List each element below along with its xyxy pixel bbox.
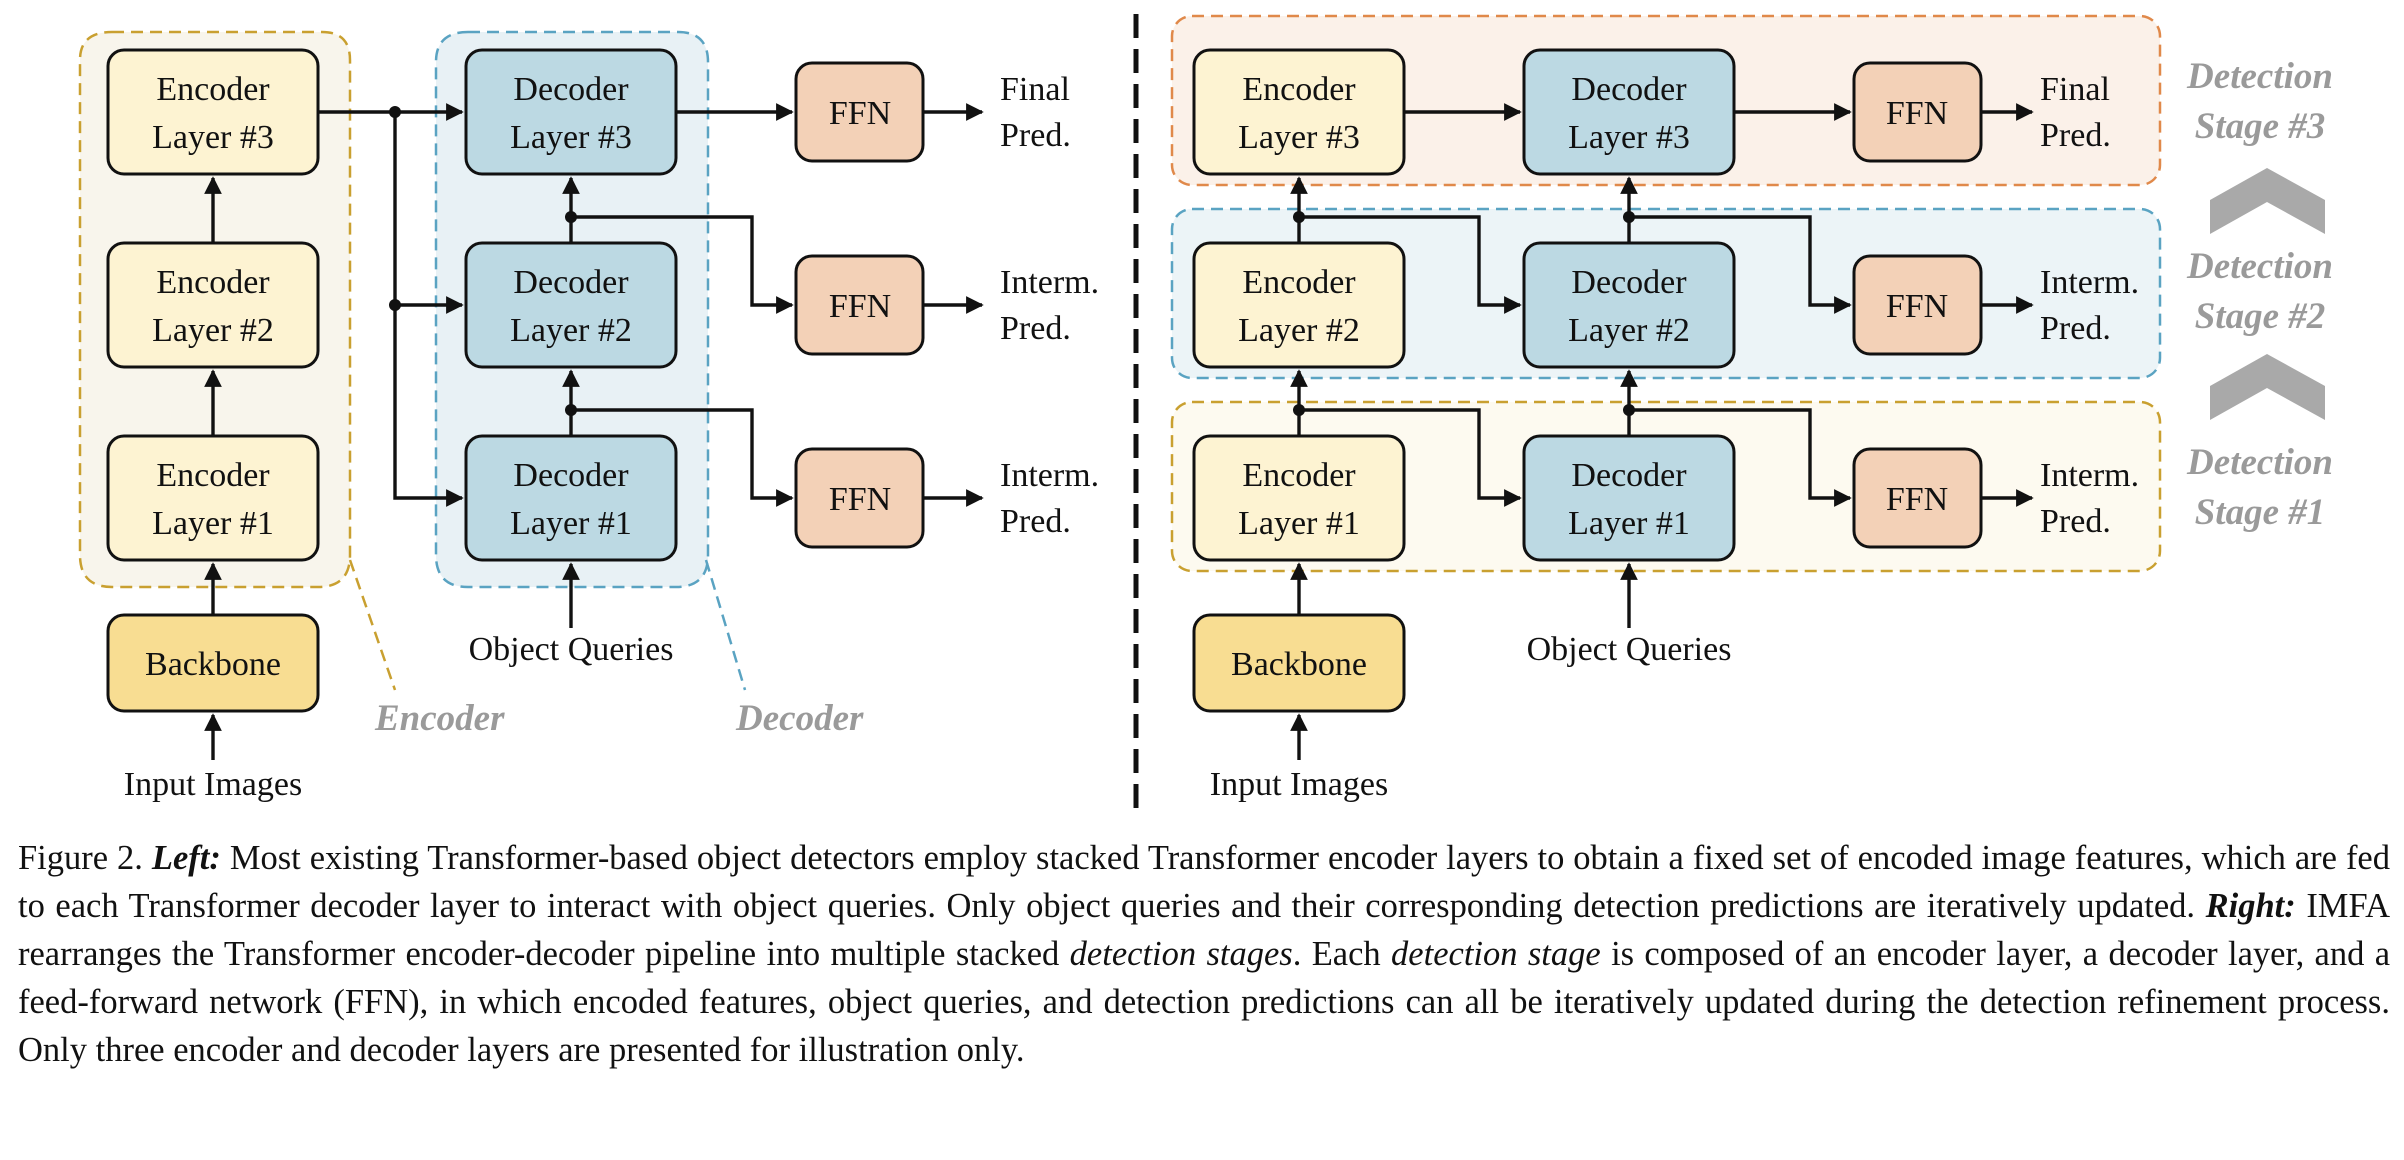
right-decoder-layer-2: Decoder Layer #2 [1522,241,1736,369]
stage-2-label-line1: Detection [2186,246,2333,287]
left-ffn-1-label: FFN [829,481,891,518]
left-pred-1-line2: Pred. [1000,503,1071,540]
decoder-group-leader [704,559,747,691]
stage-1-label-line1: Detection [2186,442,2333,483]
caption-right-text-1: IMFA rearranges the Transformer encoder-… [18,887,2391,973]
left-ffn-2-label: FFN [829,288,891,325]
left-pred-3-line2: Pred. [1000,117,1071,154]
right-decoder-layer-1-line1: Decoder [1571,457,1687,494]
left-decoder-layer-3-line1: Decoder [513,71,629,108]
left-ffn-1: FFN [794,447,925,549]
caption-right-text-3: is composed of an encoder layer, a decod… [18,935,2391,1069]
caption-right-text-2: . Each [1292,935,1381,973]
right-encoder-layer-1: Encoder Layer #1 [1192,434,1406,562]
right-backbone: Backbone [1192,613,1406,713]
left-object-queries-label: Object Queries [469,631,674,668]
right-decoder-layer-1-line2: Layer #1 [1568,505,1690,542]
encoder-group-label: Encoder [374,698,505,739]
right-decoder-layer-3: Decoder Layer #3 [1522,48,1736,176]
right-pred-2-line1: Interm. [2040,264,2139,301]
left-encoder-layer-1: Encoder Layer #1 [106,434,320,562]
right-decoder-layer-3-line2: Layer #3 [1568,119,1690,156]
caption-term-stage: detection stage [1391,935,1601,973]
stage-1-label-line2: Stage #1 [2195,492,2326,533]
right-encoder-layer-3-line2: Layer #3 [1238,119,1360,156]
right-encoder-layer-2: Encoder Layer #2 [1192,241,1406,369]
right-ffn-2-label: FFN [1886,288,1948,325]
right-pred-1-line1: Interm. [2040,457,2139,494]
right-ffn-1: FFN [1852,447,1983,549]
right-edges [1290,103,2034,760]
stage-2-label-line2: Stage #2 [2195,296,2326,337]
right-encoder-layer-1-line2: Layer #1 [1238,505,1360,542]
right-backbone-label: Backbone [1231,646,1367,683]
left-encoder-layer-2-line1: Encoder [156,264,270,301]
stage-up-chevron-upper [2210,168,2325,234]
right-pred-3-line1: Final [2040,71,2110,108]
left-edges [204,103,984,760]
figure-caption: Figure 2. Left: Most existing Transforme… [18,834,2390,1074]
left-ffn-2: FFN [794,254,925,356]
left-pred-3-line1: Final [1000,71,1070,108]
left-backbone: Backbone [106,613,320,713]
left-encoder-layer-1-line2: Layer #1 [152,505,274,542]
right-object-queries-label: Object Queries [1527,631,1732,668]
right-ffn-2: FFN [1852,254,1983,356]
right-encoder-layer-2-line2: Layer #2 [1238,312,1360,349]
left-ffn-3-label: FFN [829,95,891,132]
left-backbone-label: Backbone [145,646,281,683]
right-encoder-layer-2-line1: Encoder [1242,264,1356,301]
left-encoder-layer-3-line2: Layer #3 [152,119,274,156]
left-encoder-layer-3: Encoder Layer #3 [106,48,320,176]
left-decoder-layer-2-line1: Decoder [513,264,629,301]
left-pred-1-line1: Interm. [1000,457,1099,494]
caption-left-label: Left: [151,839,221,877]
right-ffn-3-label: FFN [1886,95,1948,132]
caption-left-text: Most existing Transformer-based object d… [18,839,2390,925]
right-ffn-1-label: FFN [1886,481,1948,518]
left-decoder-layer-2-line2: Layer #2 [510,312,632,349]
stage-3-label-line2: Stage #3 [2195,106,2326,147]
right-decoder-layer-1: Decoder Layer #1 [1522,434,1736,562]
right-input-images-label: Input Images [1210,766,1388,803]
left-decoder-layer-2: Decoder Layer #2 [464,241,678,369]
right-decoder-layer-3-line1: Decoder [1571,71,1687,108]
right-pred-1-line2: Pred. [2040,503,2111,540]
left-encoder-layer-1-line1: Encoder [156,457,270,494]
left-pred-2-line1: Interm. [1000,264,1099,301]
left-encoder-layer-3-line1: Encoder [156,71,270,108]
left-encoder-layer-2: Encoder Layer #2 [106,241,320,369]
architecture-diagram: Encoder Layer #3 Encoder Layer #2 Encode… [78,14,2333,808]
right-ffn-3: FFN [1852,61,1983,163]
left-decoder-layer-1: Decoder Layer #1 [464,434,678,562]
left-pred-2-line2: Pred. [1000,310,1071,347]
right-encoder-layer-1-line1: Encoder [1242,457,1356,494]
stage-up-chevron-lower [2210,354,2325,420]
left-decoder-layer-1-line2: Layer #1 [510,505,632,542]
caption-right-label: Right: [2205,887,2296,925]
right-decoder-layer-2-line1: Decoder [1571,264,1687,301]
right-pred-2-line2: Pred. [2040,310,2111,347]
encoder-group-leader [348,559,397,691]
stage-3-label-line1: Detection [2186,56,2333,97]
right-pred-3-line2: Pred. [2040,117,2111,154]
left-decoder-layer-3: Decoder Layer #3 [464,48,678,176]
caption-figure-label: Figure 2. [18,839,143,877]
right-decoder-layer-2-line2: Layer #2 [1568,312,1690,349]
right-encoder-layer-3-line1: Encoder [1242,71,1356,108]
left-decoder-layer-3-line2: Layer #3 [510,119,632,156]
caption-term-stages: detection stages [1069,935,1293,973]
right-encoder-layer-3: Encoder Layer #3 [1192,48,1406,176]
left-encoder-layer-2-line2: Layer #2 [152,312,274,349]
left-decoder-layer-1-line1: Decoder [513,457,629,494]
left-input-images-label: Input Images [124,766,302,803]
left-ffn-3: FFN [794,61,925,163]
decoder-group-label: Decoder [735,698,864,739]
